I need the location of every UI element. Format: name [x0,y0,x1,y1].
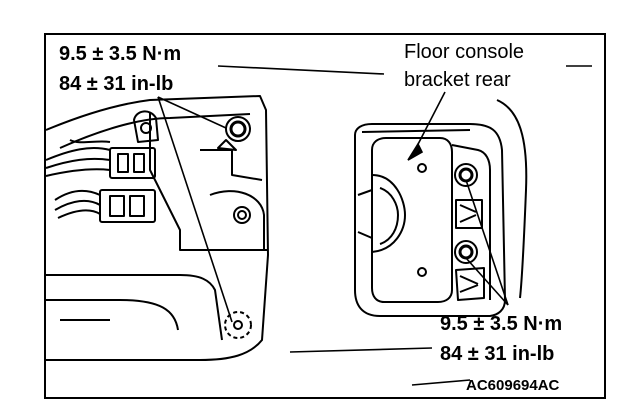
left-torque-inlb-label: 84 ± 31 in-lb [59,73,173,95]
left-leader-lines [157,65,385,323]
right-leader-lines [289,65,592,386]
bracket-label-line1: Floor console [404,41,524,63]
right-assembly [354,99,528,317]
left-assembly [45,95,269,361]
bracket-label-line2: bracket rear [404,69,511,91]
figure-id-label: AC609694AC [466,377,560,394]
right-torque-nm-label: 9.5 ± 3.5 N·m [440,313,562,335]
right-torque-inlb-label: 84 ± 31 in-lb [440,343,554,365]
left-torque-nm-label: 9.5 ± 3.5 N·m [59,43,181,65]
figure-frame [44,33,606,399]
